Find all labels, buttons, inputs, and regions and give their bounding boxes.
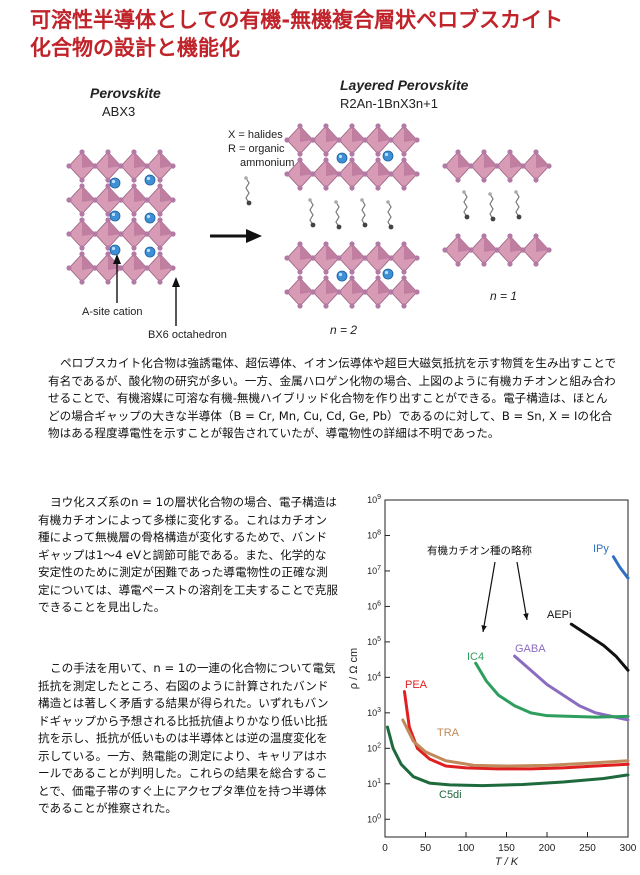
chart-series-group [385, 555, 630, 788]
y-tick-label: 100 [367, 813, 381, 824]
series-line-gaba [513, 654, 630, 722]
bx6-arrow [172, 277, 180, 326]
series-label-pea: PEA [405, 679, 428, 691]
layered-n1-block [441, 148, 553, 268]
x-tick-label: 50 [420, 843, 432, 854]
annotation-arrowhead [481, 625, 487, 632]
x-tick-label: 100 [458, 843, 475, 854]
annotation-arrow [516, 561, 528, 621]
title-line-1: 可溶性半導体としての有機-無機複合層状ペロブスカイト [30, 8, 564, 32]
y-tick-label: 108 [367, 529, 381, 540]
paragraph-intro: ペロブスカイト化合物は強誘電体、超伝導体、イオン伝導体や超巨大磁気抵抗を示す物質… [48, 356, 617, 440]
y-tick-label: 101 [367, 778, 381, 789]
x-axis-label: T / K [495, 856, 519, 868]
x-tick-label: 200 [539, 843, 556, 854]
series-line-c5di [385, 725, 630, 788]
series-label-tra: TRA [437, 727, 460, 739]
annotation-arrow [482, 561, 496, 633]
chart-annotation: 有機カチオン種の略称 [427, 544, 532, 557]
series-label-c5di: C5di [439, 789, 462, 801]
n1-label: n = 1 [490, 289, 517, 303]
legend-r2: ammonium [240, 157, 294, 169]
x-tick-label: 250 [579, 843, 596, 854]
paragraph-tin-iodide: ヨウ化スズ系のn = 1の層状化合物の場合、電子構造は有機カチオンによって多様に… [38, 495, 338, 614]
series-line-ic4 [474, 661, 630, 719]
series-label-ic4: IC4 [467, 651, 484, 663]
layered-n2-block [283, 122, 421, 310]
bx6-label: BX6 octahedron [148, 329, 227, 341]
resistivity-chart: 0 50 100 150 200 250 300 100 101 102 103 104 105 106 1… [348, 494, 637, 868]
page-title: 可溶性半導体としての有機-無機複合層状ペロブスカイト 化合物の設計と機能化 [30, 6, 630, 62]
series-line-tra [401, 718, 630, 768]
transform-arrow [210, 229, 262, 243]
series-line-aepi [569, 622, 630, 672]
series-line-ipy [611, 555, 630, 580]
layered-title: Layered Perovskite [340, 78, 469, 93]
y-tick-label: 104 [367, 671, 381, 682]
n2-label: n = 2 [330, 323, 357, 337]
chart-axes: 0 50 100 150 200 250 300 100 101 102 103 104 105 106 1… [348, 494, 637, 868]
y-tick-label: 103 [367, 707, 381, 718]
series-label-aepi: AEPi [547, 609, 571, 621]
y-tick-label: 109 [367, 494, 381, 505]
y-tick-label: 102 [367, 742, 381, 753]
perovskite-block [65, 148, 177, 286]
layered-formula: R2An-1BnX3n+1 [340, 96, 438, 111]
legend-r1: R = organic [228, 143, 285, 155]
x-tick-label: 0 [382, 843, 388, 854]
a-site-label: A-site cation [82, 306, 143, 318]
organic-ammonium-chain [243, 175, 252, 206]
x-tick-label: 150 [498, 843, 515, 854]
perovskite-formula: ABX3 [102, 104, 135, 119]
series-label-ipy: IPy [593, 543, 609, 555]
legend-x: X = halides [228, 129, 283, 141]
x-tick-label: 300 [620, 843, 637, 854]
y-tick-label: 105 [367, 636, 381, 647]
perovskite-structure-figure: Perovskite ABX3 A-site cation BX6 octahe… [65, 78, 553, 341]
series-label-gaba: GABA [515, 643, 546, 655]
perovskite-title: Perovskite [90, 85, 161, 101]
title-line-2: 化合物の設計と機能化 [30, 36, 240, 60]
y-tick-label: 107 [367, 565, 381, 576]
y-tick-label: 106 [367, 600, 381, 611]
y-axis-label: ρ / Ω cm [348, 648, 360, 689]
a-site-arrow [113, 254, 121, 303]
annotation-arrowhead [523, 613, 529, 620]
paragraph-results: この手法を用いて、n = 1の一連の化合物について電気抵抗を測定したところ、右図… [38, 661, 336, 815]
